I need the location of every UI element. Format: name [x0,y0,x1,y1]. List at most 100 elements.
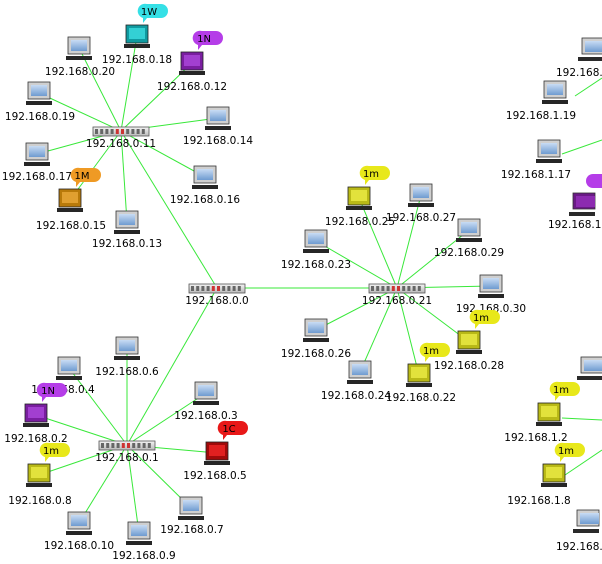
host-label: 192.168.0.15 [36,220,106,232]
computer-icon[interactable] [193,381,219,405]
alert-badge[interactable]: 1C [217,420,248,440]
host-label: 192.168.0.14 [183,135,253,147]
host-label: 192.168.0.29 [434,247,504,259]
computer-icon[interactable] [204,441,230,465]
computer-icon[interactable] [192,165,218,189]
computer-icon[interactable] [23,403,49,427]
computer-icon[interactable] [179,51,205,75]
alert-badge[interactable]: 1m [39,442,70,462]
computer-icon[interactable] [205,106,231,130]
computer-icon[interactable] [66,511,92,535]
computer-icon[interactable] [573,509,600,533]
computer-icon[interactable] [24,142,50,166]
alert-badge[interactable]: 1N [36,382,67,402]
computer-icon[interactable] [456,330,482,354]
switch-label: 192.168.0.1 [95,452,158,464]
alert-badge-label: 1m [558,446,574,457]
computer-icon[interactable] [408,183,434,207]
computer-icon[interactable] [478,274,504,298]
alert-badge[interactable]: 1m [469,309,500,329]
alert-badge-label: 1C [222,424,235,435]
computer-icon[interactable] [56,356,82,380]
host-label: 192.168.0.28 [434,360,504,372]
alert-badge-label: 1m [473,313,489,324]
alert-badge[interactable]: 1m [359,165,390,185]
computer-icon[interactable] [347,360,373,384]
computer-icon[interactable] [303,229,329,253]
host-label: 192.168.0.10 [44,540,114,552]
host-label: 192.168.0.6 [95,366,159,378]
computer-icon[interactable] [66,36,92,60]
host-label: 192.168.0.18 [102,54,172,66]
computer-icon[interactable] [569,192,596,216]
host-label: 192.168.0.19 [5,111,75,123]
computer-icon[interactable] [124,24,150,48]
network-link [78,47,122,132]
network-link [359,287,398,373]
alert-badge-label: 1N [41,386,55,397]
computer-icon[interactable] [578,37,602,61]
computer-icon[interactable] [456,218,482,242]
computer-icon[interactable] [26,81,52,105]
alert-badge-label: 1m [553,385,569,396]
computer-icon[interactable] [126,521,152,545]
computer-icon[interactable] [114,210,140,234]
network-link [126,287,218,446]
right-edge-links [561,77,602,476]
host-label: 192.168.1.19 [506,110,576,122]
network-link [396,287,420,376]
network-link [315,287,398,331]
alert-badge-label: 1m [363,169,379,180]
alert-badge[interactable]: 1m [549,381,580,401]
switch-icon[interactable] [368,283,426,294]
host-label: 192.168.0.8 [8,495,71,507]
host-label: 192.168.0.25 [325,216,395,228]
alert-badge[interactable]: 1m [554,442,585,462]
alert-badge[interactable]: 1M [70,167,101,187]
computer-icon[interactable] [536,139,562,163]
host-label: 192.168.0.20 [45,66,115,78]
host-label: 192.168.1 [548,219,601,231]
network-link [35,414,128,446]
host-label: 192.168.0.17 [2,171,72,183]
host-label: 192.168.0.5 [183,470,246,482]
alert-badge-label: 1W [141,7,157,18]
host-label: 192.168.0.27 [386,212,456,224]
computer-icon[interactable] [303,318,329,342]
host-label: 192.168.0.26 [281,348,351,360]
host-label: 192.168.0.23 [281,259,351,271]
host-label: 192.168.0.22 [386,392,456,404]
switch-icon[interactable] [188,283,246,294]
computer-icon[interactable] [346,186,372,210]
network-link [120,130,128,223]
computer-icon[interactable] [577,356,602,380]
computer-icon[interactable] [542,80,568,104]
computer-icon[interactable] [114,336,140,360]
network-link [315,240,398,289]
network-link [120,130,218,289]
host-label: 192.168. [556,541,602,553]
host-label: 192.168.1.2 [504,432,567,444]
alert-badge[interactable]: 1W [137,3,168,24]
network-link [120,130,206,178]
network-link [358,197,398,289]
network-link [396,287,470,343]
computer-icon[interactable] [406,363,432,387]
switch-icon[interactable] [98,440,156,451]
computer-icon[interactable] [536,402,562,426]
host-label: 192.168.0.2 [4,433,67,445]
host-label: 192.168.0.24 [321,390,391,402]
computer-icon[interactable] [57,188,83,212]
switch-label: 192.168.0.21 [362,295,432,307]
switch-icon[interactable] [92,126,150,137]
network-link [126,444,140,534]
alert-badge[interactable]: 1N [192,30,223,50]
computer-icon[interactable] [541,463,567,487]
host-label: 192.168.1.8 [507,495,570,507]
computer-icon[interactable] [26,463,52,487]
alert-badge-label: 1m [43,446,59,457]
computer-icon[interactable] [178,496,204,520]
alert-badge[interactable]: 1m [419,342,450,362]
host-label: 192.168.0.3 [174,410,237,422]
